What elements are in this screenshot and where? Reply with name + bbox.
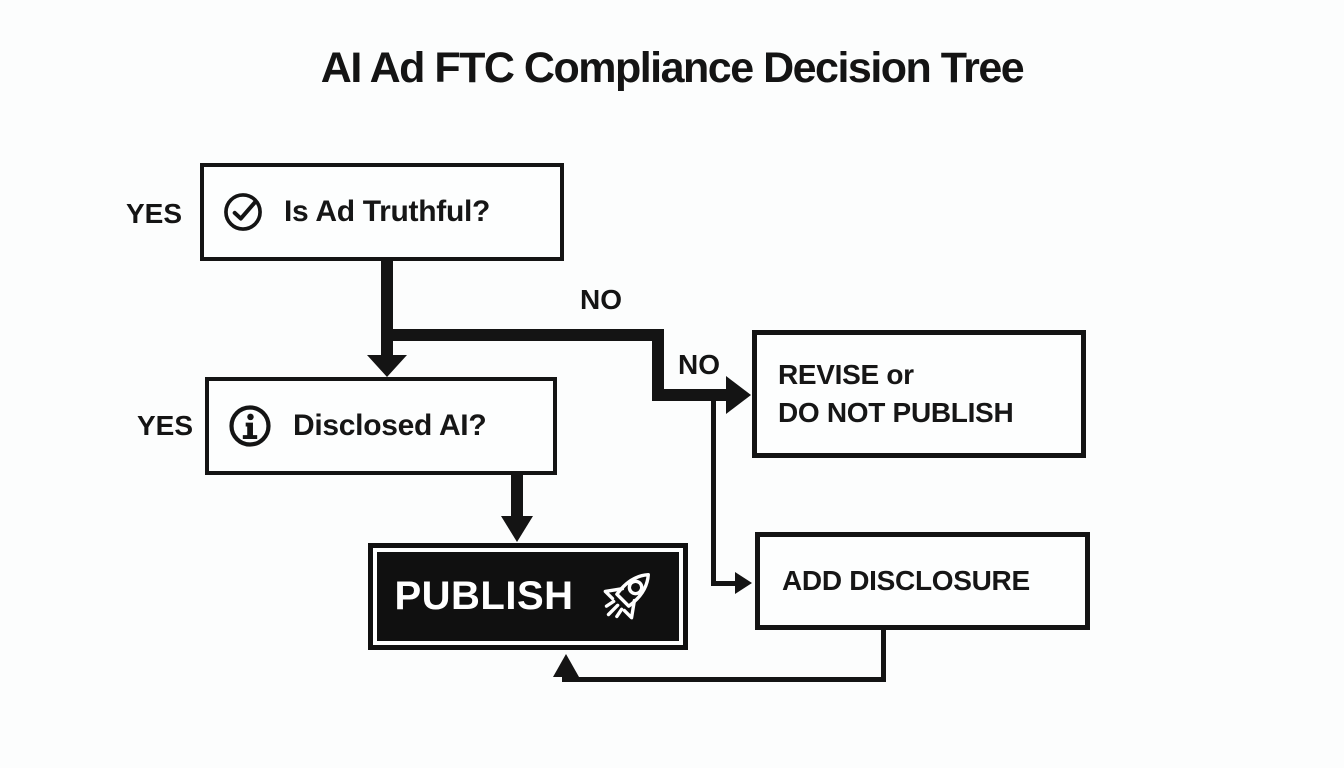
edge-label-yes-disclosed: YES (137, 410, 194, 441)
edge-feedback-down (881, 630, 886, 682)
publish-label: PUBLISH (394, 574, 574, 618)
edge-truthful-no-drop (652, 329, 664, 401)
edge-disclosed-to-publish-arrowhead (501, 516, 533, 542)
rocket-icon (590, 561, 662, 633)
edge-disclosed-no-vertical (711, 401, 716, 581)
edge-feedback-horizontal (562, 677, 886, 682)
revise-label-line1: REVISE or (778, 359, 914, 390)
edge-label-no-truthful: NO (580, 284, 622, 315)
outcome-box-revise: REVISE or DO NOT PUBLISH (752, 330, 1086, 458)
check-circle-icon (222, 191, 264, 233)
edge-to-add-disclosure-arrowhead (735, 572, 752, 594)
edge-truthful-no-to-revise (652, 389, 726, 401)
edge-disclosed-no-horizontal (711, 581, 735, 586)
decision-label-truthful: Is Ad Truthful? (284, 195, 491, 228)
edge-truthful-to-disclosed-arrowhead (367, 355, 407, 377)
edge-truthful-no-horizontal (381, 329, 664, 341)
edge-label-no-disclosed: NO (678, 349, 720, 380)
revise-label-line2: DO NOT PUBLISH (778, 397, 1014, 428)
add-disclosure-label: ADD DISCLOSURE (782, 565, 1030, 596)
edge-label-yes-truthful: YES (126, 198, 183, 229)
edge-feedback-arrowhead (553, 654, 579, 677)
decision-box-disclosed-ai: Disclosed AI? (205, 377, 557, 475)
outcome-box-publish: PUBLISH (368, 543, 688, 650)
info-circle-icon (227, 403, 273, 449)
edge-disclosed-to-publish-stem (511, 475, 523, 517)
decision-box-is-ad-truthful: Is Ad Truthful? (200, 163, 564, 261)
publish-inner-panel: PUBLISH (377, 552, 679, 641)
edge-to-revise-arrowhead (726, 376, 751, 414)
edge-truthful-to-disclosed-stem (381, 260, 393, 357)
page-title: AI Ad FTC Compliance Decision Tree (320, 44, 1025, 92)
decision-label-disclosed: Disclosed AI? (293, 409, 487, 442)
outcome-box-add-disclosure: ADD DISCLOSURE (755, 532, 1090, 630)
